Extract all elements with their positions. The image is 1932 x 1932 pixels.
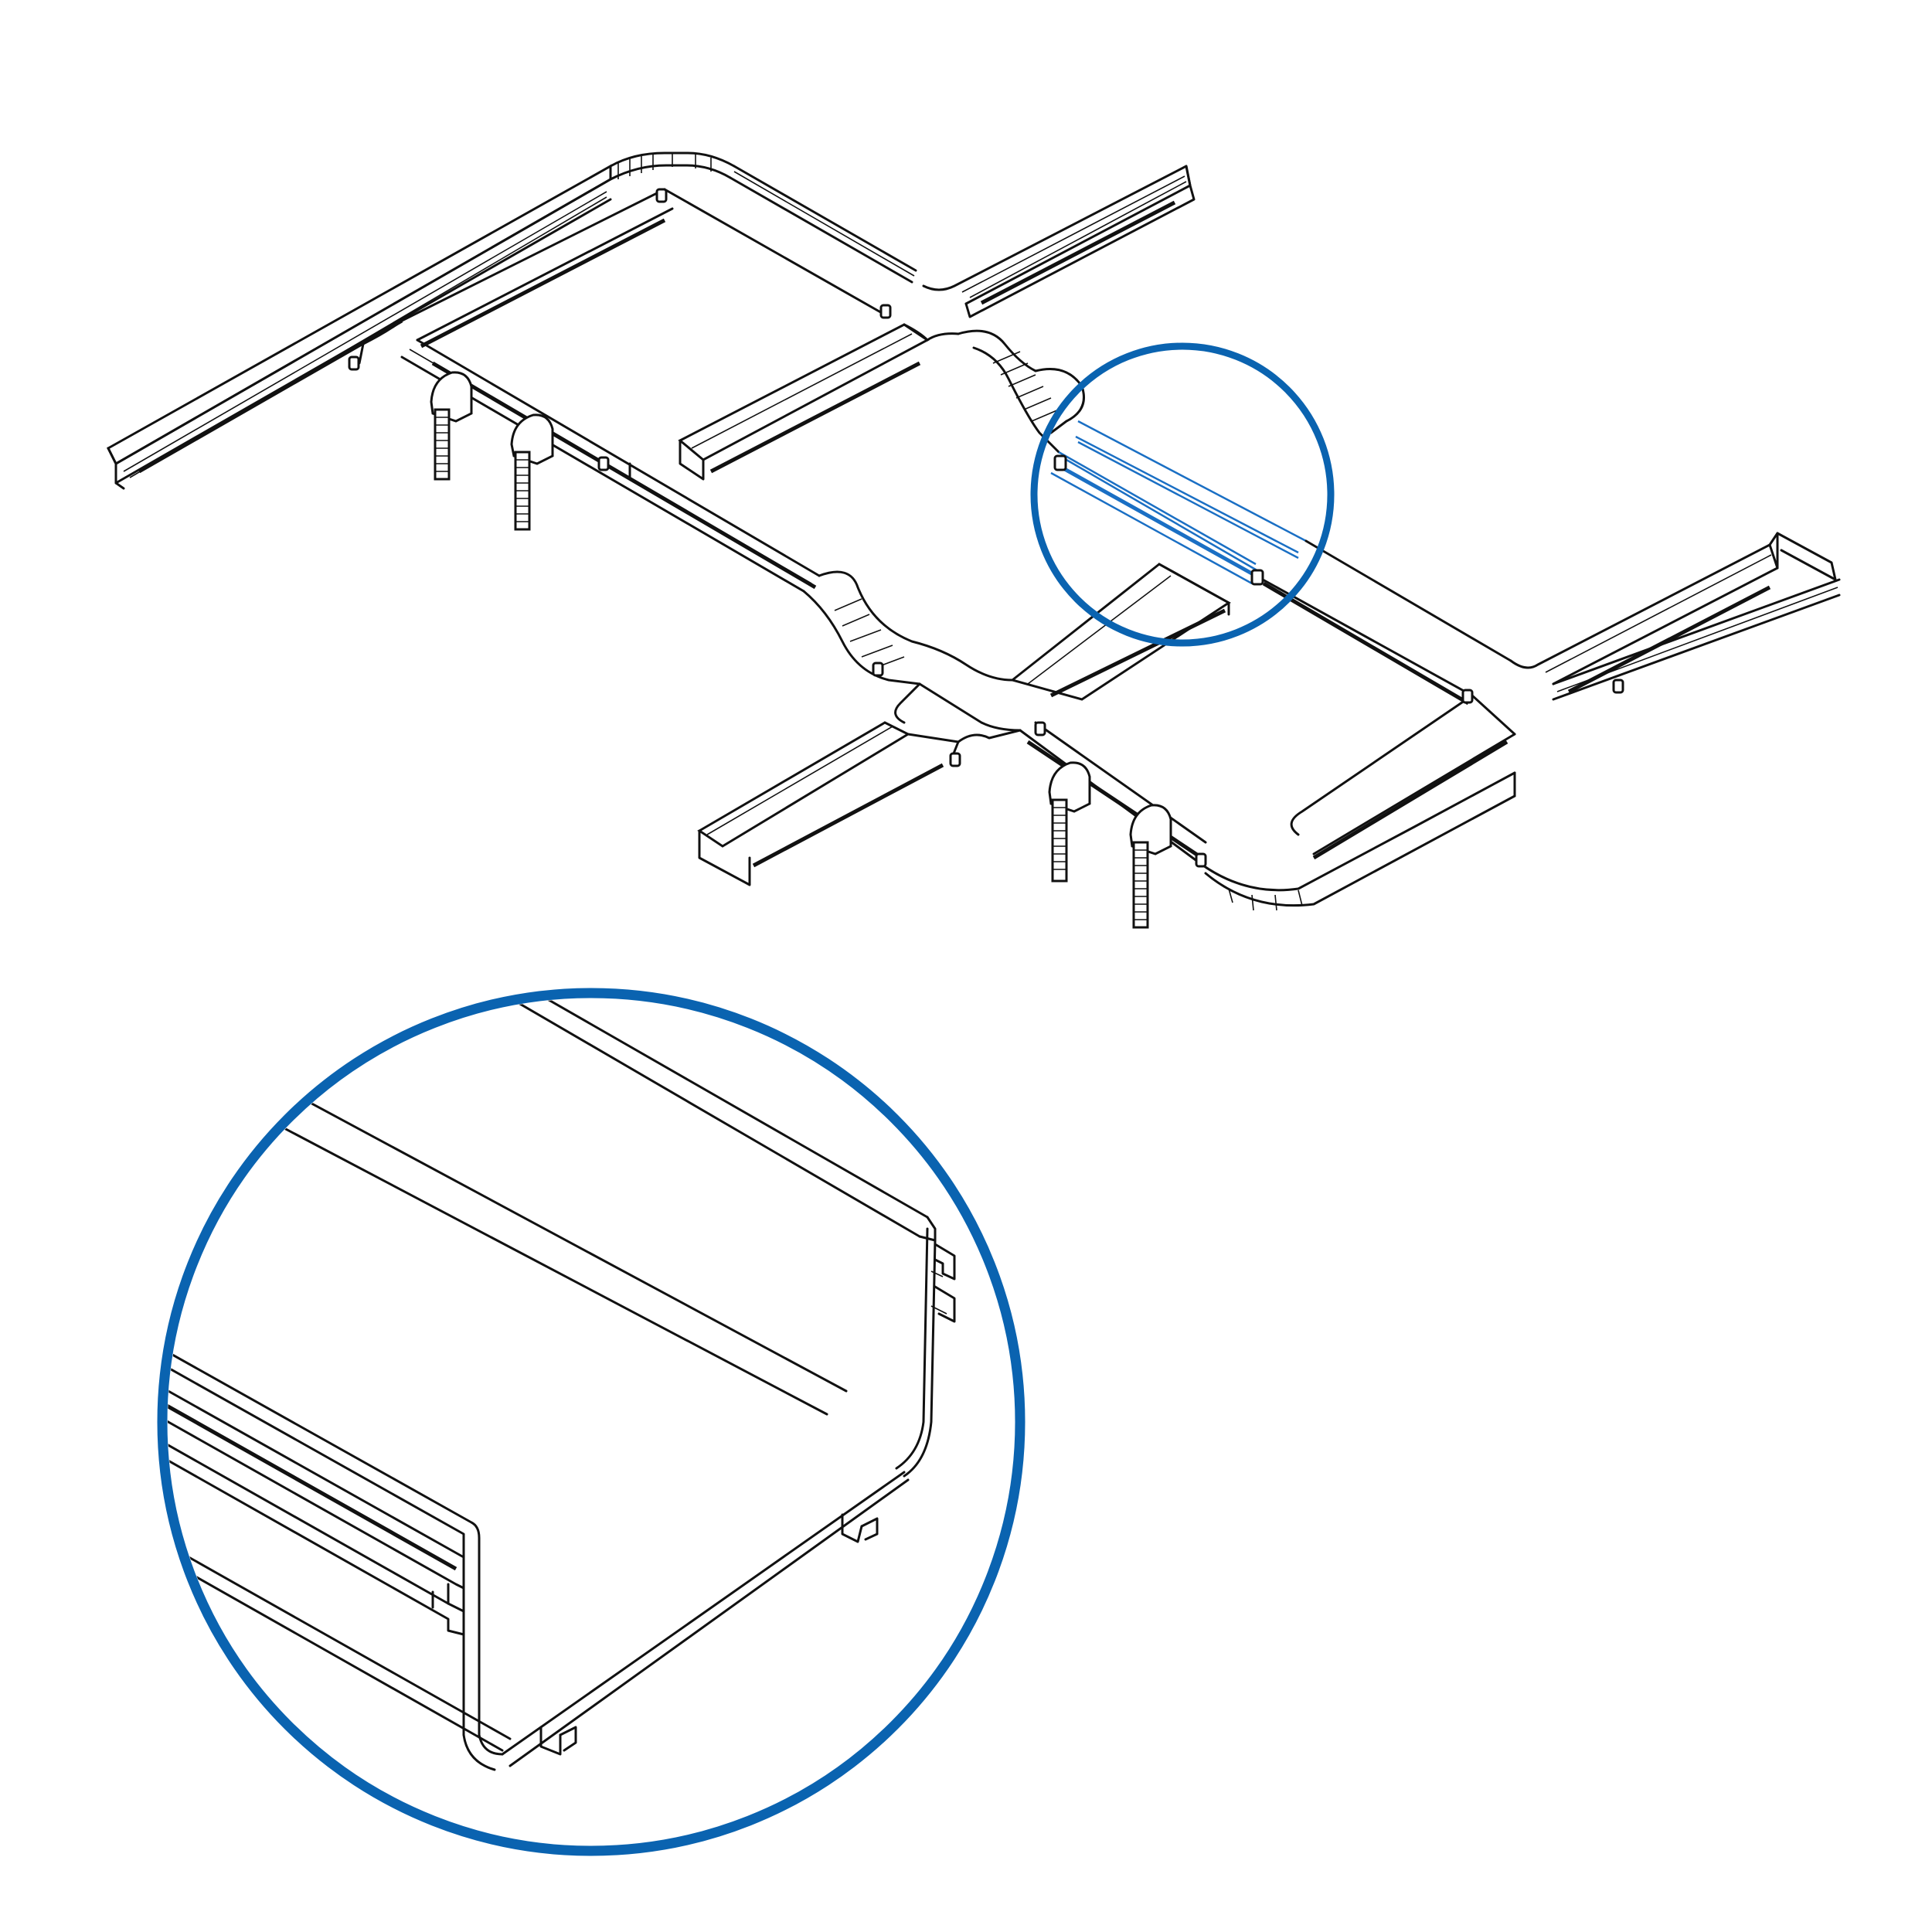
offset-bend-upper	[957, 329, 1085, 454]
tray-branch-upper-right	[922, 165, 1196, 318]
hanger-3	[1048, 761, 1091, 883]
highlighted-straight-section	[1050, 420, 1307, 585]
cross-junction-lower	[894, 682, 1207, 863]
threaded-rod-hangers	[430, 371, 1172, 929]
tray-branch-far-right	[1552, 578, 1841, 701]
tray-loop-lower-right	[1290, 694, 1516, 860]
hanger-2	[510, 413, 554, 531]
tray-stub-middle	[678, 323, 960, 481]
detail-callout-profile	[168, 998, 956, 1771]
corner-bend-lower-right	[1196, 771, 1516, 911]
tray-assembly-overview	[107, 151, 1841, 929]
hanger-4	[1129, 804, 1172, 929]
tray-run-right	[1254, 532, 1837, 706]
connector-clips	[348, 188, 1624, 868]
offset-bend-center	[802, 570, 1014, 685]
callout-ring-small	[1030, 342, 1335, 647]
tray-stub-lower-left	[697, 721, 1022, 886]
corner-bend-top	[609, 151, 736, 181]
tray-run-top-right	[663, 165, 917, 318]
tray-run-left	[107, 164, 612, 490]
hanger-1	[430, 371, 473, 481]
tray-inner-loop-upper	[358, 188, 674, 365]
callout-ring-large	[157, 988, 1026, 1856]
